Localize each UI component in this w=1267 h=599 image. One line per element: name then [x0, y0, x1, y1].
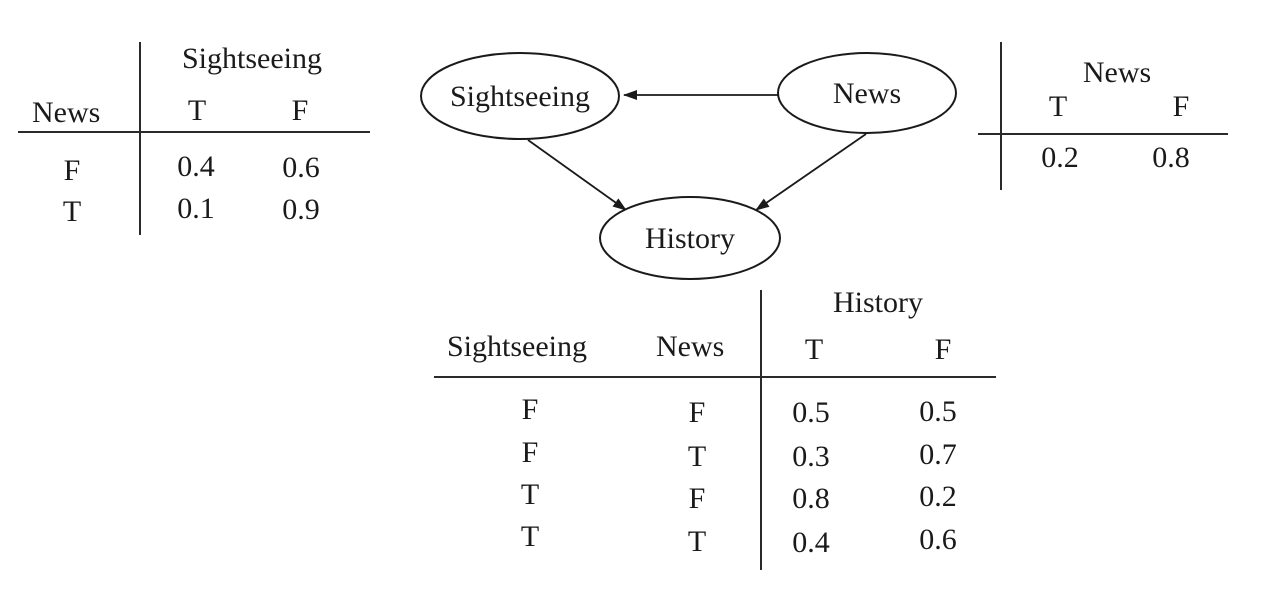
cpt-history-row-0-t: 0.5 — [792, 396, 830, 429]
node-news-label: News — [833, 77, 901, 110]
cpt-news-col-f: F — [1172, 90, 1190, 123]
cpt-sightseeing-row-1-news: T — [62, 195, 82, 228]
cpt-history-row-0-sightseeing: F — [521, 393, 539, 426]
cpt-history-col-f: F — [934, 333, 952, 366]
cpt-history-row-2-t: 0.8 — [792, 482, 830, 515]
node-sightseeing-label: Sightseeing — [450, 80, 590, 113]
cpt-history-col-t: T — [804, 333, 824, 366]
cpt-history-var-header: History — [833, 286, 923, 319]
cpt-history-row-2-news: F — [688, 482, 706, 515]
cpt-history-row-1-f: 0.7 — [919, 438, 957, 471]
cpt-news-col-t: T — [1048, 90, 1068, 123]
cpt-history-row-3-f: 0.6 — [919, 523, 957, 556]
cpt-history-header-rule — [434, 376, 996, 378]
edge-news-to-history — [755, 133, 867, 211]
cpt-news-value-f: 0.8 — [1152, 141, 1190, 174]
cpt-news-var-header: News — [1082, 56, 1152, 89]
cpt-sightseeing-row-0-f: 0.6 — [282, 151, 320, 184]
cpt-sightseeing-parent-header: News — [32, 96, 101, 129]
cpt-history-row-0-f: 0.5 — [919, 395, 957, 428]
cpt-history-row-3-sightseeing: T — [520, 520, 540, 553]
cpt-sightseeing-row-1-f: 0.9 — [282, 193, 320, 226]
cpt-sightseeing-divider — [139, 42, 141, 235]
cpt-history-row-0-news: F — [688, 396, 706, 429]
cpt-sightseeing-col-t: T — [187, 94, 207, 127]
cpt-history-row-2-sightseeing: T — [520, 478, 540, 511]
cpt-sightseeing-col-f: F — [291, 94, 309, 127]
node-sightseeing: Sightseeing — [420, 52, 620, 140]
cpt-history-row-2-f: 0.2 — [919, 480, 957, 513]
cpt-history-row-3-news: T — [687, 525, 707, 558]
cpt-history-row-1-news: T — [687, 440, 707, 473]
cpt-history-row-1-t: 0.3 — [792, 440, 830, 473]
cpt-news-header-rule — [978, 133, 1228, 135]
cpt-sightseeing-row-1-t: 0.1 — [177, 192, 215, 225]
cpt-history-row-1-sightseeing: F — [521, 436, 539, 469]
cpt-history-row-3-t: 0.4 — [792, 526, 830, 559]
edge-sightseeing-to-history — [527, 139, 627, 211]
cpt-history-divider — [760, 290, 762, 570]
cpt-sightseeing-row-0-t: 0.4 — [177, 150, 215, 183]
cpt-sightseeing-header-rule — [18, 131, 370, 133]
cpt-history-parent2-header: News — [656, 330, 725, 363]
cpt-sightseeing-row-0-news: F — [63, 154, 81, 187]
cpt-news-divider — [1000, 42, 1002, 190]
cpt-news-value-t: 0.2 — [1041, 141, 1079, 174]
cpt-history-parent1-header: Sightseeing — [447, 330, 587, 363]
cpt-sightseeing-var-header: Sightseeing — [182, 42, 322, 75]
node-news: News — [777, 52, 957, 134]
node-history-label: History — [645, 222, 735, 255]
node-history: History — [599, 196, 781, 280]
